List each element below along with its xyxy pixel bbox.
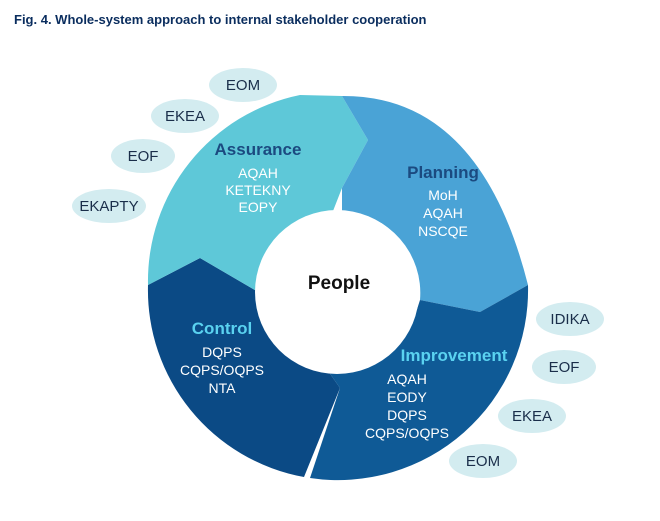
improvement-item: DQPS xyxy=(387,407,427,423)
bubble-label: EOF xyxy=(128,148,159,165)
assurance-item: KETEKNY xyxy=(225,182,291,198)
center-circle xyxy=(255,210,419,374)
improvement-item: CQPS/OQPS xyxy=(365,425,449,441)
planning-item: MoH xyxy=(428,187,458,203)
bubble-label: EKEA xyxy=(165,108,205,125)
improvement-item: AQAH xyxy=(387,371,427,387)
assurance-item: AQAH xyxy=(238,165,278,181)
control-title: Control xyxy=(192,319,252,338)
bubble-right-eom: EOM xyxy=(449,444,517,478)
segment-planning xyxy=(342,95,528,312)
bubble-right-idika: IDIKA xyxy=(536,302,604,336)
planning-item: NSCQE xyxy=(418,223,468,239)
bubble-left-ekea: EKEA xyxy=(151,99,219,133)
assurance-item: EOPY xyxy=(239,199,279,215)
segment-assurance xyxy=(147,95,368,293)
bubble-left-eof: EOF xyxy=(111,139,175,173)
control-item: NTA xyxy=(209,380,237,396)
bubble-label: EOM xyxy=(226,77,260,94)
bubble-label: EKAPTY xyxy=(79,198,138,215)
segment-improvement xyxy=(310,285,529,481)
planning-item: AQAH xyxy=(423,205,463,221)
figure-title: Fig. 4. Whole-system approach to interna… xyxy=(14,12,427,27)
segment-control xyxy=(147,258,340,477)
control-item: CQPS/OQPS xyxy=(180,362,264,378)
bubble-left-ekapty: EKAPTY xyxy=(72,189,146,223)
bubble-label: EKEA xyxy=(512,408,552,425)
bubble-left-eom: EOM xyxy=(209,68,277,102)
bubble-label: EOM xyxy=(466,453,500,470)
assurance-title: Assurance xyxy=(215,140,302,159)
bubble-right-ekea: EKEA xyxy=(498,399,566,433)
bubble-label: IDIKA xyxy=(550,311,589,328)
control-item: DQPS xyxy=(202,344,242,360)
bubble-right-eof: EOF xyxy=(532,350,596,384)
planning-title: Planning xyxy=(407,163,479,182)
bubble-label: EOF xyxy=(549,359,580,376)
improvement-item: EODY xyxy=(387,389,427,405)
improvement-title: Improvement xyxy=(401,346,508,365)
center-label: People xyxy=(308,273,370,294)
